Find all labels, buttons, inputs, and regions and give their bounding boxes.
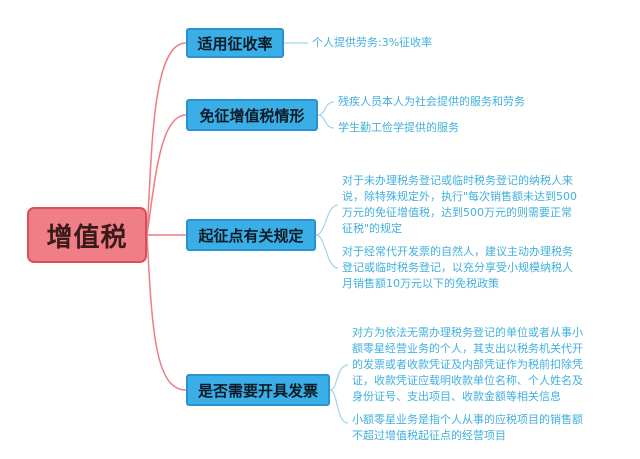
leaf-line: 小额零星业务是指个人从事的应税项目的销售额 [352, 413, 583, 426]
leaf-line: 万元的免征增值税，达到500万元的则需要正常 [342, 206, 572, 219]
leaf-line: 额零星经营业务的个人，其支出以税务机关代开 [352, 342, 583, 355]
leaf-line: 对于经常代开发票的自然人，建议主动办理税务 [342, 245, 573, 258]
leaf-line: 征税"的规定 [342, 222, 403, 235]
link-branch-3-leaf-0 [329, 364, 349, 391]
leaf-line: 对于未办理税务登记或临时税务登记的纳税人来 [342, 174, 573, 187]
branch-node-rate: 适用征收率 [186, 28, 284, 58]
link-branch-2-leaf-1 [315, 234, 339, 269]
leaf-exemption-1: 学生勤工俭学提供的服务 [338, 120, 459, 136]
branch-node-invoice: 是否需要开具发票 [186, 374, 330, 406]
leaf-exemption-0: 残疾人员本人为社会提供的服务和劳务 [338, 94, 525, 110]
leaf-rate-0: 个人提供劳务:3%征收率 [312, 35, 432, 51]
leaf-line: 对方为依法无需办理税务登记的单位或者从事小 [352, 326, 583, 339]
leaf-line: 登记或临时税务登记，以充分享受小规模纳税人 [342, 261, 573, 274]
link-branch-2-leaf-0 [315, 204, 339, 236]
leaf-threshold-0: 对于未办理税务登记或临时税务登记的纳税人来 说，除特殊规定外，执行"每次销售额未… [342, 173, 577, 237]
leaf-line: 残疾人员本人为社会提供的服务和劳务 [338, 95, 525, 108]
link-root-branch-1 [146, 114, 187, 236]
leaf-line: 个人提供劳务:3%征收率 [312, 36, 433, 49]
leaf-invoice-1: 小额零星业务是指个人从事的应税项目的销售额 不超过增值税起征点的经营项目 [352, 412, 583, 444]
root-label: 增值税 [46, 222, 128, 253]
leaf-invoice-0: 对方为依法无需办理税务登记的单位或者从事小 额零星经营业务的个人，其支出以税务机… [352, 325, 583, 405]
leaf-line: 月销售额10万元以下的免税政策 [342, 277, 499, 290]
leaf-line: 说，除特殊规定外，执行"每次销售额未达到500 [342, 190, 578, 203]
leaf-line: 学生勤工俭学提供的服务 [338, 121, 459, 134]
branch-label: 是否需要开具发票 [197, 381, 318, 400]
link-branch-1-leaf-0 [317, 101, 335, 116]
branch-label: 免征增值税情形 [199, 106, 305, 125]
leaf-line: 证，收款凭证应载明收款单位名称、个人姓名及 [352, 374, 583, 387]
link-branch-3-leaf-1 [329, 389, 349, 424]
leaf-threshold-1: 对于经常代开发票的自然人，建议主动办理税务 登记或临时税务登记，以充分享受小规模… [342, 244, 573, 292]
leaf-line: 的发票或者收款凭证及内部凭证作为税前扣除凭 [352, 358, 583, 371]
branch-label: 起征点有关规定 [198, 226, 304, 245]
branch-label: 适用征收率 [197, 34, 273, 53]
link-root-branch-0 [146, 42, 187, 236]
branch-node-threshold: 起征点有关规定 [186, 219, 316, 251]
leaf-line: 身份证号、支出项目、收款金额等相关信息 [352, 390, 561, 403]
link-root-branch-3 [146, 234, 187, 391]
branch-node-exemption: 免征增值税情形 [186, 99, 318, 131]
leaf-line: 不超过增值税起征点的经营项目 [352, 429, 506, 442]
link-branch-1-leaf-1 [317, 114, 335, 129]
root-node: 增值税 [27, 207, 147, 263]
